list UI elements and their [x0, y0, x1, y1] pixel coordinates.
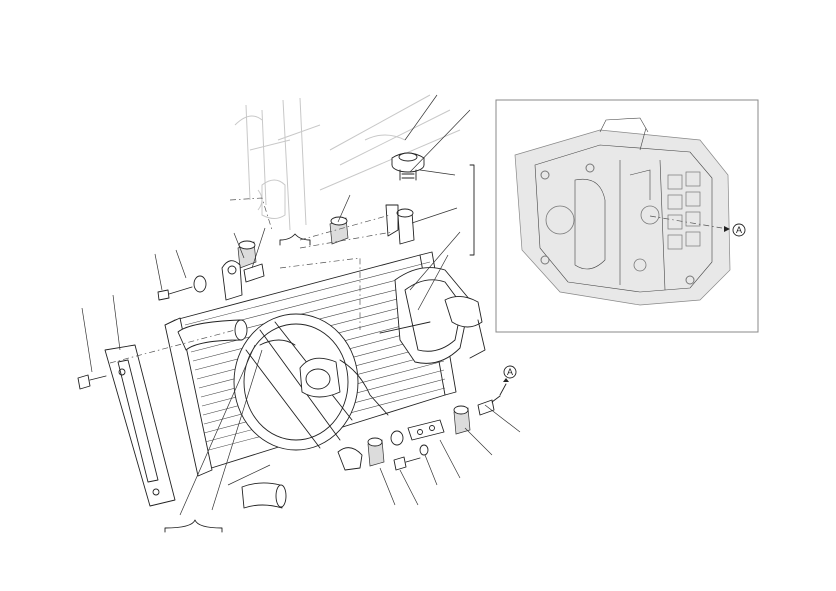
stud-pin: [477, 395, 501, 416]
grommet-left: [237, 240, 257, 269]
bolt-upper-left: [157, 275, 207, 301]
arrow-to-A: [499, 378, 509, 396]
callout-marker-A-inset: A: [732, 223, 746, 237]
lower-hose: [241, 482, 287, 509]
assembly-centerlines: [109, 197, 393, 364]
grommet-right: [453, 405, 471, 435]
callout-letter-A: A: [507, 367, 513, 377]
bolt-lower: [393, 444, 429, 471]
callout-letter-A-inset: A: [736, 225, 742, 235]
lower-bracket: [407, 419, 445, 441]
radiator-cap: [391, 152, 425, 181]
mount-bracket-upper: [221, 260, 243, 301]
upper-hose: [177, 319, 248, 351]
inset-engine-block: [514, 117, 731, 306]
bolt-shroud: [77, 374, 107, 390]
grommet-lower: [367, 437, 385, 467]
chassis-frame-outline: [234, 94, 461, 231]
cooling-fan-front: [233, 313, 389, 451]
filler-neck: [385, 204, 415, 245]
lower-tab: [337, 447, 363, 471]
inset-detail-view: A: [495, 99, 759, 333]
callout-marker-A-main: A: [503, 365, 517, 379]
leader-lines: [81, 94, 521, 516]
washer-lower: [390, 430, 404, 446]
braces: [164, 164, 475, 533]
side-shroud: [104, 344, 176, 507]
spacer-collar: [243, 263, 265, 283]
grommet-upper: [329, 216, 349, 245]
cooling-fan-rear: [379, 267, 486, 364]
inset-arrow-to-A: [649, 215, 730, 232]
